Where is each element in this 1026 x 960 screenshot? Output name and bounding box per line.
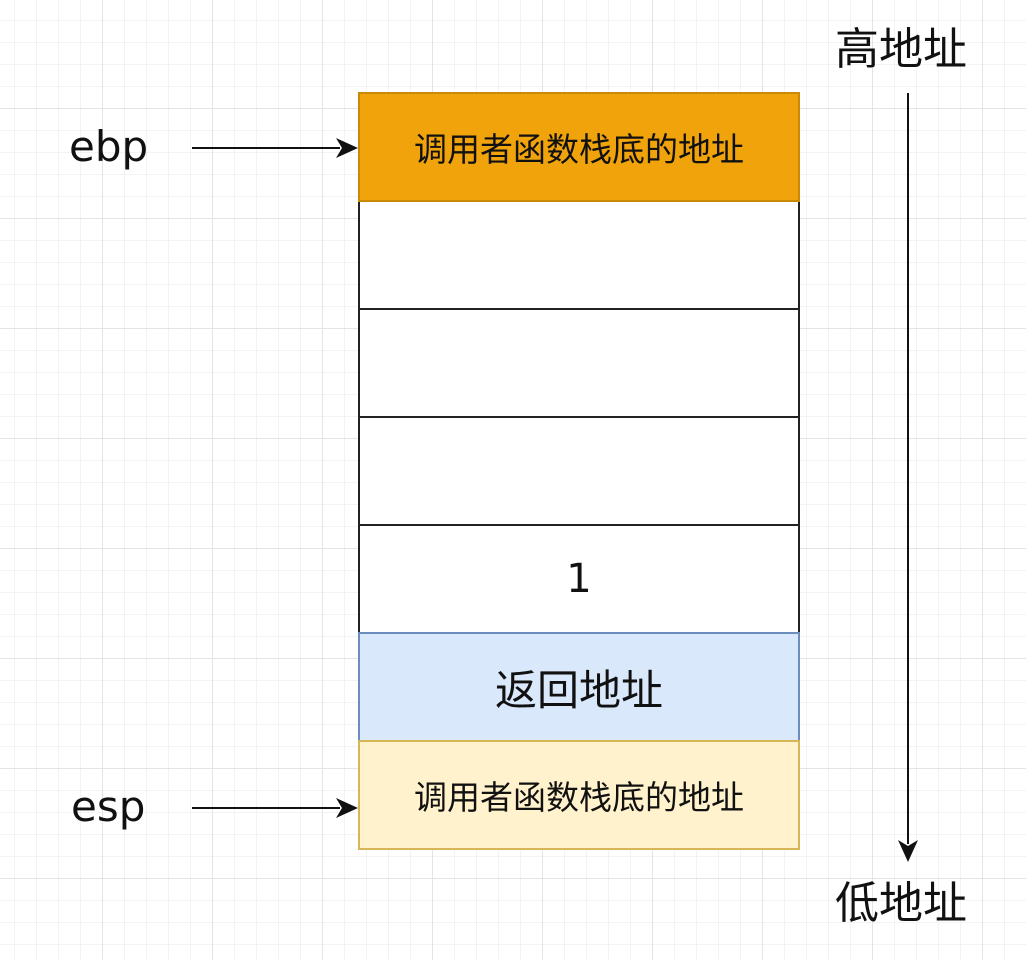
high-address-label: 高地址 (835, 24, 967, 75)
stack-cell-return-address: 返回地址 (358, 632, 800, 742)
low-address-label: 低地址 (835, 878, 967, 929)
esp-arrow (192, 798, 358, 818)
stack-cell-empty (358, 308, 800, 418)
stack-cell-caller-base-address-saved: 调用者函数栈底的地址 (358, 740, 800, 850)
ebp-arrow (192, 138, 358, 158)
stack-cell-value-1: 1 (358, 524, 800, 634)
stack: 调用者函数栈底的地址 1 返回地址 调用者函数栈底的地址 (358, 92, 800, 850)
stack-cell-empty (358, 416, 800, 526)
ebp-label: ebp (69, 122, 149, 171)
high-to-low-arrow (898, 93, 918, 862)
esp-label: esp (71, 782, 146, 831)
stack-cell-caller-base-address: 调用者函数栈底的地址 (358, 92, 800, 202)
